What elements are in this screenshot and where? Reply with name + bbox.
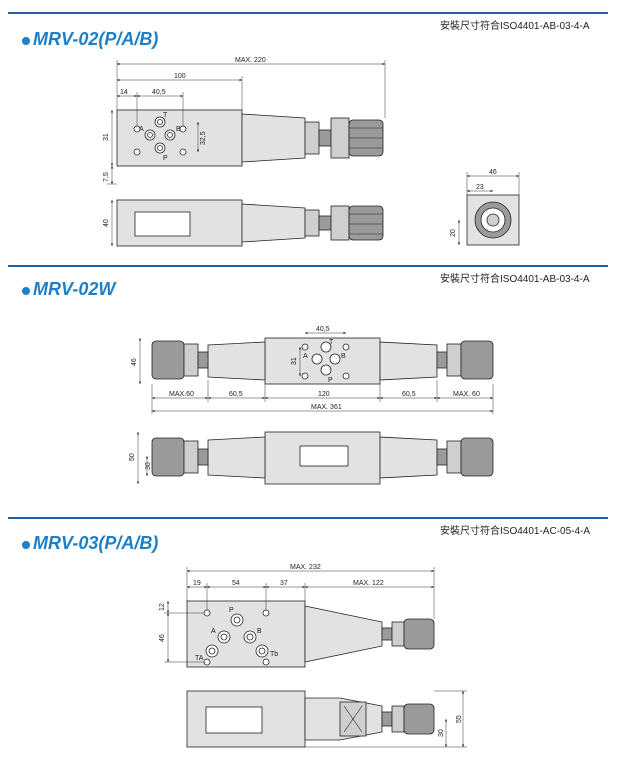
port-label: T [329, 339, 334, 346]
mrv02-side-view: 40 [103, 199, 384, 247]
svg-text:20: 20 [450, 229, 457, 237]
svg-text:30: 30 [438, 729, 445, 737]
section-divider-mrv03 [8, 517, 608, 519]
svg-text:60,5: 60,5 [229, 391, 243, 398]
port-label: T [163, 112, 168, 119]
section-bullet-icon [22, 541, 30, 549]
port-label: A [211, 628, 216, 635]
svg-text:60,5: 60,5 [402, 391, 416, 398]
mrv02w-side-view: 50 30 [129, 431, 494, 485]
port-label: B [176, 126, 181, 133]
section-divider-mrv02 [8, 12, 608, 14]
svg-text:40: 40 [103, 219, 110, 227]
section-title-mrv02w: MRV-02W [33, 279, 116, 299]
svg-text:MAX. 361: MAX. 361 [311, 404, 342, 411]
section-bullet-icon [22, 37, 30, 45]
port-label: P [163, 155, 168, 162]
svg-text:46: 46 [489, 169, 497, 176]
svg-text:50: 50 [129, 453, 136, 461]
mrv03-dimensions: MAX. 232 19 54 37 MAX. 122 12 46 [159, 564, 435, 663]
svg-text:MAX.60: MAX.60 [169, 391, 194, 398]
svg-text:32,5: 32,5 [200, 131, 207, 145]
port-label: TA [195, 655, 204, 662]
svg-text:19: 19 [193, 580, 201, 587]
standard-label-mrv02: 安裝尺寸符合ISO4401-AB-03-4-A [440, 21, 590, 32]
svg-text:7,5: 7,5 [103, 172, 110, 182]
svg-text:14: 14 [120, 89, 128, 96]
mrv02-top-view: A B T P [116, 109, 384, 167]
section-title-mrv03: MRV-03(P/A/B) [33, 533, 159, 553]
svg-text:31: 31 [103, 133, 110, 141]
mrv02w-top-view: A B T P [151, 337, 494, 385]
mrv03-top-view: P A B TA Tb [186, 600, 435, 668]
port-label: B [257, 628, 262, 635]
svg-text:100: 100 [174, 73, 186, 80]
svg-text:46: 46 [159, 634, 166, 642]
port-label: B [341, 353, 346, 360]
mrv02-dimensions: MAX. 220 100 14 40,5 31 32,5 7,5 [103, 57, 386, 185]
svg-text:MAX. 122: MAX. 122 [353, 580, 384, 587]
section-title-mrv02: MRV-02(P/A/B) [33, 29, 159, 49]
port-label: P [328, 377, 333, 384]
svg-text:12: 12 [159, 603, 166, 611]
svg-text:54: 54 [232, 580, 240, 587]
standard-label-mrv02w: 安裝尺寸符合ISO4401-AB-03-4-A [440, 274, 590, 285]
svg-text:31: 31 [291, 357, 298, 365]
svg-text:46: 46 [131, 358, 138, 366]
svg-text:37: 37 [280, 580, 288, 587]
mrv02-end-view: 46 23 20 [450, 169, 520, 246]
svg-text:40,5: 40,5 [152, 89, 166, 96]
standard-label-mrv03: 安裝尺寸符合ISO4401-AC-05-4-A [440, 526, 591, 537]
svg-text:30: 30 [145, 462, 152, 470]
svg-text:MAX. 60: MAX. 60 [453, 391, 480, 398]
section-bullet-icon [22, 287, 30, 295]
port-label: Tb [270, 651, 278, 658]
mrv02w-dimensions: 40,5 31 46 MAX.60 60,5 120 60,5 MAX. 60 … [131, 326, 494, 414]
svg-text:120: 120 [318, 391, 330, 398]
svg-text:MAX. 232: MAX. 232 [290, 564, 321, 571]
svg-text:23: 23 [476, 184, 484, 191]
mrv03-side-view: 55 30 [186, 690, 467, 748]
svg-text:MAX. 220: MAX. 220 [235, 57, 266, 64]
port-label: A [303, 353, 308, 360]
port-label: A [139, 126, 144, 133]
svg-text:40,5: 40,5 [316, 326, 330, 333]
svg-text:55: 55 [456, 715, 463, 723]
port-label: P [229, 607, 234, 614]
section-divider-mrv02w [8, 265, 608, 267]
